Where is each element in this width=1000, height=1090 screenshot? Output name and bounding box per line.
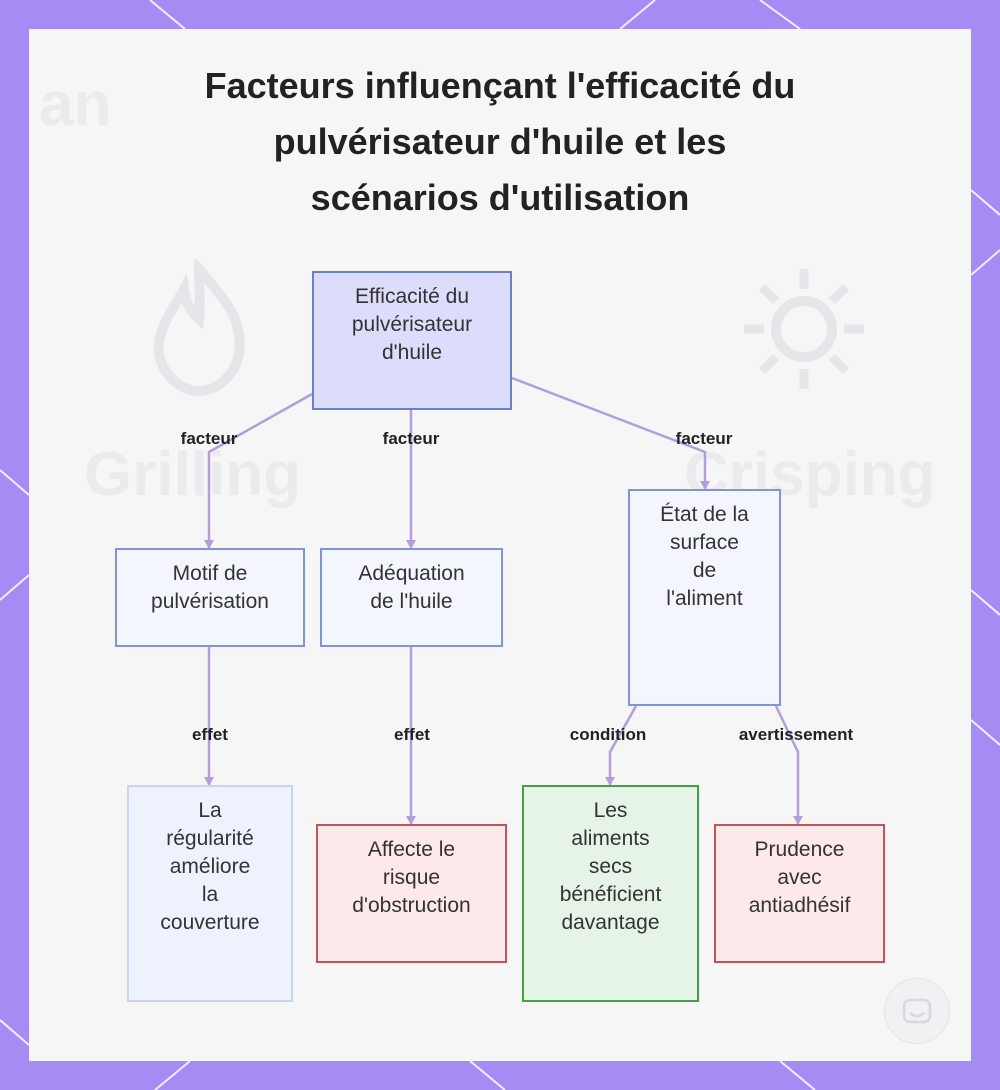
arrowhead [204, 777, 214, 786]
sun-icon [744, 269, 864, 389]
edge-label-condition: condition [569, 725, 647, 744]
edge-label-effet: effet [394, 725, 430, 744]
arrowhead [204, 540, 214, 549]
logo-badge-icon [884, 978, 950, 1044]
edge-label-facteur: facteur [382, 429, 440, 448]
edge-etat-secs [608, 705, 638, 785]
logo-badge-glyph [902, 998, 932, 1024]
arrowhead [605, 777, 615, 786]
edge-label-facteur: facteur [180, 429, 238, 448]
edge-etat-prudence [774, 705, 800, 824]
arrowhead [700, 481, 710, 490]
edge-label-effet: effet [192, 725, 228, 744]
arrowhead [406, 540, 416, 549]
edge-root-motif [207, 392, 313, 548]
edge-root-etat [511, 376, 707, 489]
arrowhead [406, 816, 416, 825]
background-ghost-text: an [39, 70, 112, 139]
edge-label-facteur: facteur [675, 429, 733, 448]
flame-icon [153, 259, 245, 397]
diagram-title: Facteurs influençant l'efficacité du pul… [204, 65, 796, 218]
edge-label-avertissement: avertissement [738, 725, 854, 744]
background-ghost-text: Grilling [84, 440, 301, 509]
arrowhead [793, 816, 803, 825]
